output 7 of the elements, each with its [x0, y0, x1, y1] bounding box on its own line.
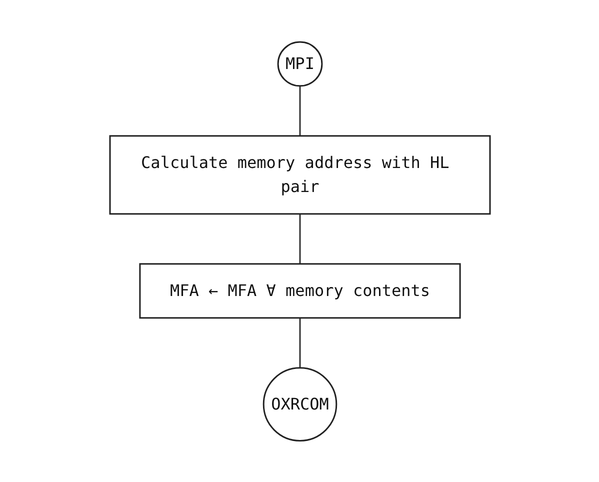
node-circle: MPI [276, 40, 322, 86]
node-box: Calculate memory address with HL pair [108, 134, 490, 214]
node-circle: OXRCOM [262, 366, 337, 442]
node-box: MFA ← MFA ∀ memory contents [138, 262, 460, 318]
connector [298, 86, 300, 136]
connector [298, 214, 300, 264]
connector [298, 318, 300, 368]
